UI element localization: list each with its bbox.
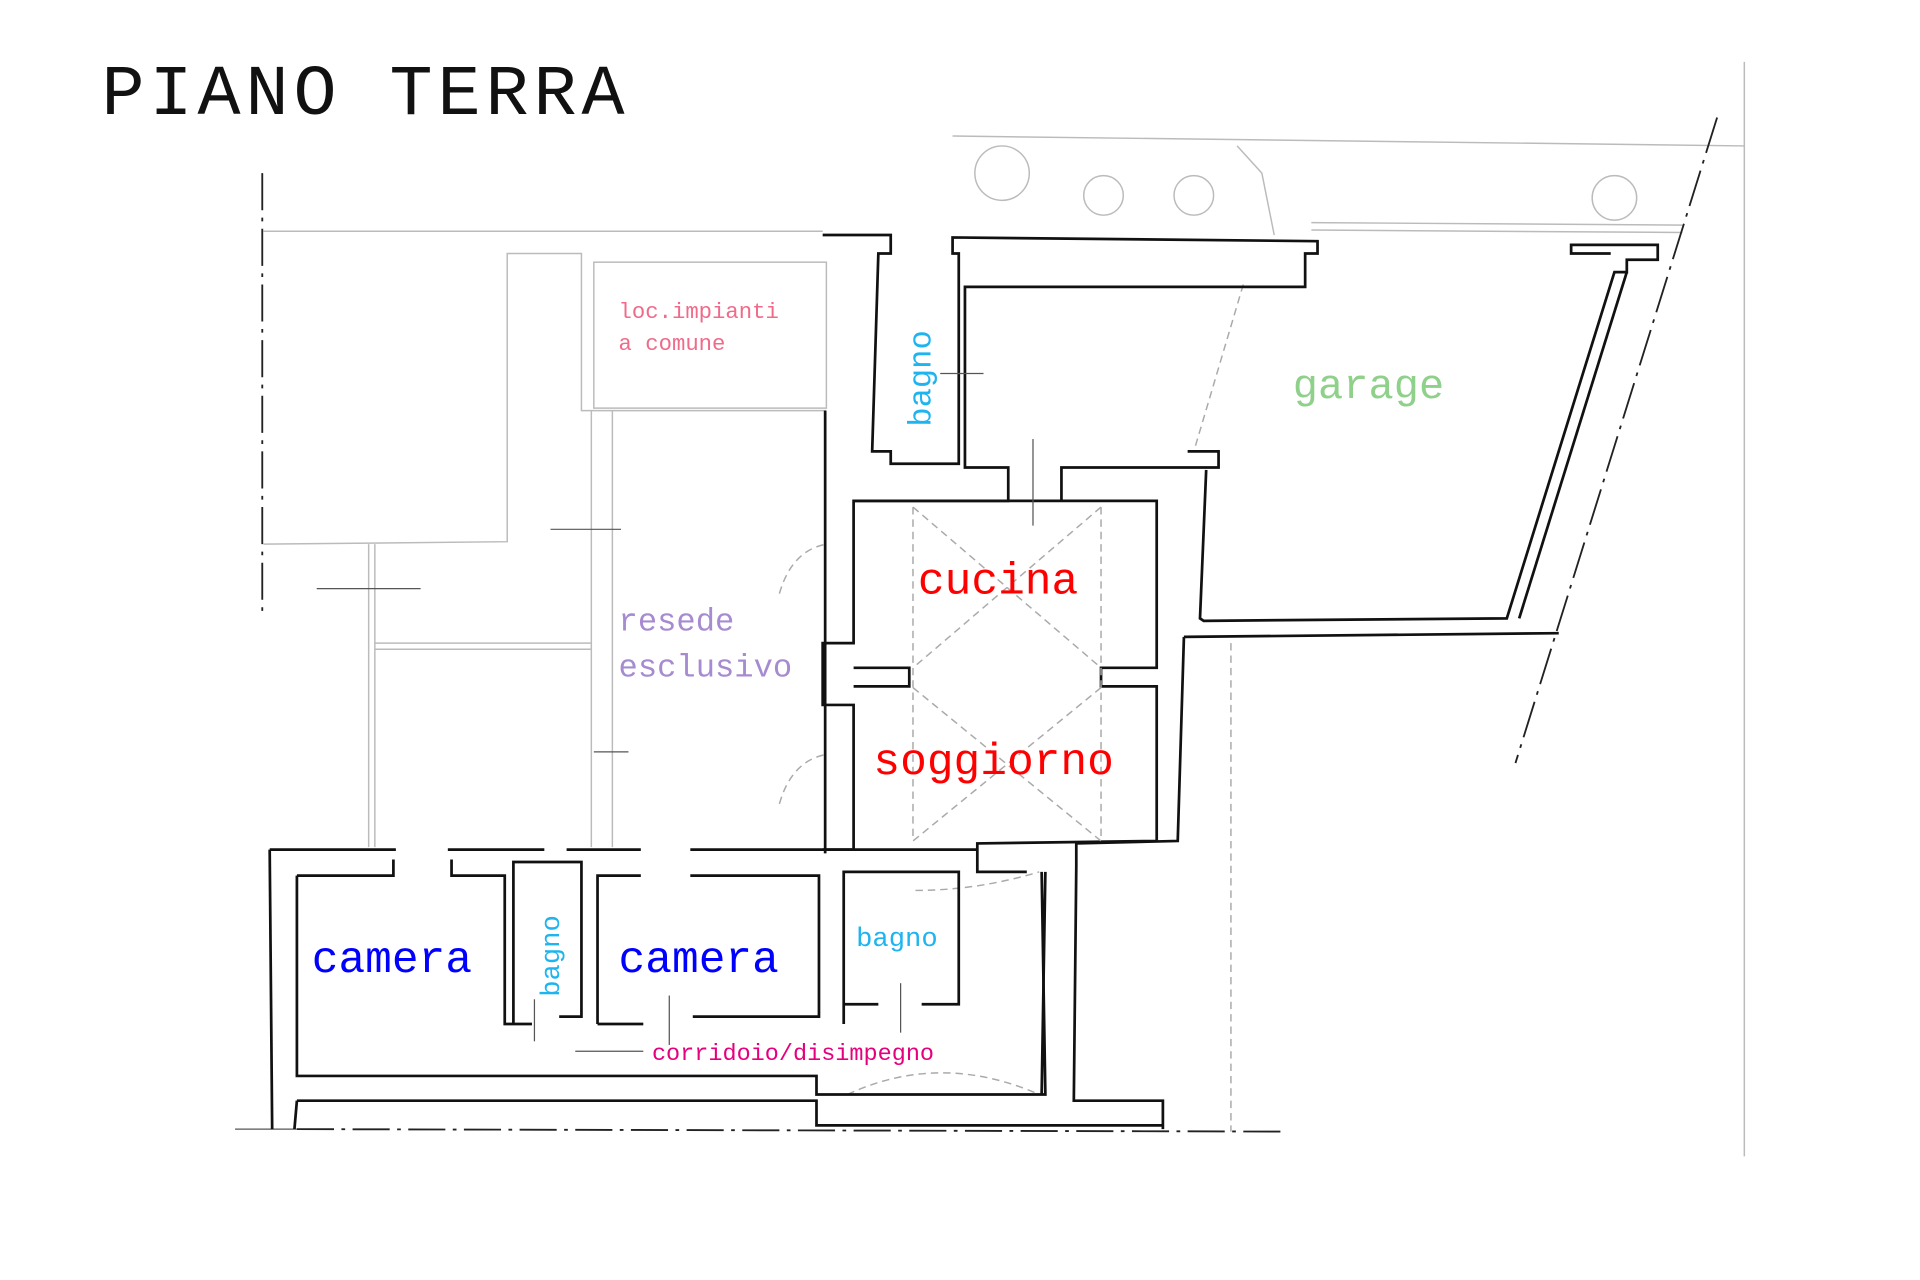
room-label-camera-left: camera [312,936,472,986]
room-label-resede-1: resede [619,604,735,641]
room-label-garage: garage [1293,363,1444,411]
room-label-bagno-right: bagno [856,924,938,955]
axis-lines [235,117,1718,1133]
room-label-resede-2: esclusivo [619,649,793,686]
context-lines [263,61,1746,1157]
room-label-loc-impianti: loc.impianti [619,299,779,325]
room-label-soggiorno: soggiorno [873,738,1113,788]
plan-title: PIANO TERRA [101,54,629,136]
room-label-bagno-small: bagno [537,915,568,997]
vault-lines [912,506,1102,842]
room-label-bagno-top: bagno [903,330,940,426]
room-label-camera-right: camera [619,936,779,986]
room-label-corridoio: corridoio/disimpegno [652,1041,934,1068]
room-label-loc-impianti-2: a comune [619,331,726,357]
room-label-cucina: cucina [918,558,1078,608]
walls [268,233,1660,1130]
section-markers [316,372,1034,1052]
